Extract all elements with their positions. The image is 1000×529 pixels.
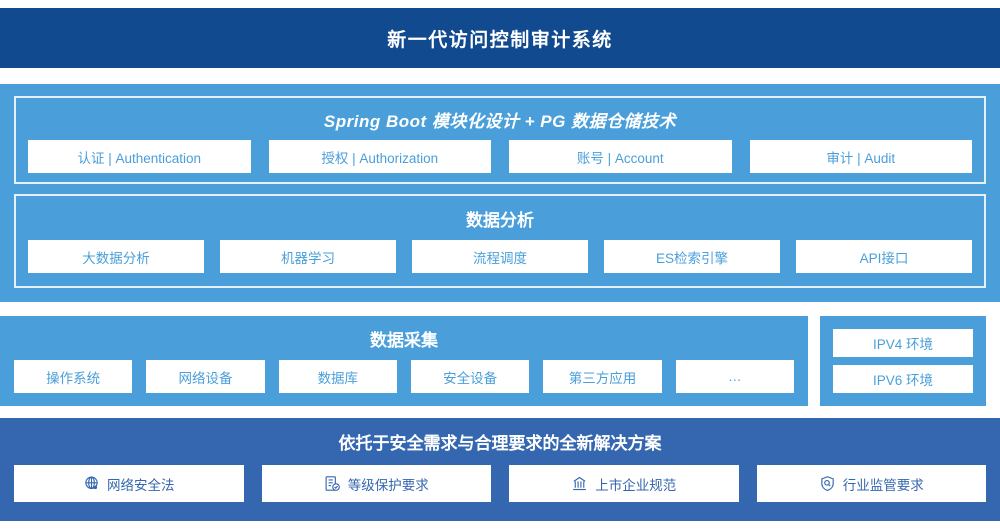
card-account[interactable]: 账号 | Account bbox=[509, 140, 732, 173]
card-listed-company-standard[interactable]: 上市企业规范 bbox=[509, 465, 739, 502]
card-third-party-app[interactable]: 第三方应用 bbox=[543, 360, 662, 393]
card-ipv4-environment[interactable]: IPV4 环境 bbox=[833, 329, 973, 357]
card-audit-label: 审计 | Audit bbox=[826, 150, 896, 166]
bank-building-icon bbox=[571, 475, 588, 492]
card-database-label: 数据库 bbox=[317, 370, 359, 386]
card-es-search-engine[interactable]: ES检索引擎 bbox=[604, 240, 780, 273]
card-classified-protection-label: 等级保护要求 bbox=[347, 477, 429, 493]
card-ipv4-environment-label: IPV4 环境 bbox=[872, 337, 934, 352]
analysis-group: 数据分析 大数据分析 机器学习 流程调度 ES检索引擎 API接口 bbox=[14, 194, 986, 288]
card-authorization-label: 授权 | Authorization bbox=[321, 150, 439, 166]
card-audit[interactable]: 审计 | Audit bbox=[749, 140, 972, 173]
card-account-label: 账号 | Account bbox=[576, 150, 664, 166]
card-process-scheduling[interactable]: 流程调度 bbox=[412, 240, 588, 273]
card-network-device-label: 网络设备 bbox=[178, 370, 233, 386]
card-security-device[interactable]: 安全设备 bbox=[410, 360, 530, 393]
card-process-scheduling-label: 流程调度 bbox=[473, 250, 527, 266]
analysis-group-title: 数据分析 bbox=[466, 211, 534, 230]
ip-environment-section: IPV4 环境 IPV6 环境 bbox=[820, 316, 986, 406]
card-bigdata-analysis-label: 大数据分析 bbox=[82, 250, 150, 266]
card-classified-protection[interactable]: 等级保护要求 bbox=[261, 465, 491, 502]
card-cybersecurity-law-label: 网络安全法 bbox=[107, 477, 175, 493]
card-database[interactable]: 数据库 bbox=[278, 360, 397, 393]
analysis-card-row: 大数据分析 机器学习 流程调度 ES检索引擎 API接口 bbox=[16, 240, 984, 285]
card-industry-regulation[interactable]: 行业监管要求 bbox=[756, 465, 986, 502]
card-machine-learning-label: 机器学习 bbox=[281, 250, 335, 266]
card-authorization[interactable]: 授权 | Authorization bbox=[268, 140, 491, 173]
data-collection-inner: 数据采集 操作系统 网络设备 数据库 安全设备 第三方应用 … bbox=[0, 316, 808, 406]
card-authentication[interactable]: 认证 | Authentication bbox=[28, 140, 251, 173]
solution-section: 依托于安全需求与合理要求的全新解决方案 网络安全法 bbox=[0, 418, 1000, 521]
card-ipv6-environment-label: IPV6 环境 bbox=[872, 373, 934, 388]
springboot-group-title: Spring Boot 模块化设计 + PG 数据仓储技术 bbox=[323, 112, 677, 131]
card-es-search-engine-label: ES检索引擎 bbox=[655, 250, 728, 266]
card-third-party-app-label: 第三方应用 bbox=[568, 370, 637, 386]
card-network-device[interactable]: 网络设备 bbox=[146, 360, 265, 393]
card-listed-company-standard-label: 上市企业规范 bbox=[595, 477, 677, 493]
springboot-card-row: 认证 | Authentication 授权 | Authorization 账… bbox=[16, 140, 984, 183]
card-api-interface-label: API接口 bbox=[859, 250, 909, 266]
page-header: 新一代访问控制审计系统 bbox=[0, 8, 1000, 68]
card-operating-system-label: 操作系统 bbox=[46, 370, 101, 386]
data-collection-card-row: 操作系统 网络设备 数据库 安全设备 第三方应用 … bbox=[0, 360, 808, 393]
card-industry-regulation-label: 行业监管要求 bbox=[842, 477, 924, 493]
shield-search-icon bbox=[819, 475, 836, 492]
card-more-ellipsis-label: … bbox=[728, 369, 742, 384]
card-authentication-label: 认证 | Authentication bbox=[77, 150, 202, 166]
solution-card-row: 网络安全法 等级保护要求 bbox=[0, 465, 1000, 502]
platform-section: Spring Boot 模块化设计 + PG 数据仓储技术 认证 | Authe… bbox=[0, 84, 1000, 302]
card-bigdata-analysis[interactable]: 大数据分析 bbox=[28, 240, 204, 273]
card-ipv6-environment[interactable]: IPV6 环境 bbox=[833, 365, 973, 393]
card-machine-learning[interactable]: 机器学习 bbox=[220, 240, 396, 273]
card-operating-system[interactable]: 操作系统 bbox=[14, 360, 133, 393]
document-check-icon bbox=[324, 475, 341, 492]
page-title: 新一代访问控制审计系统 bbox=[387, 29, 613, 51]
springboot-group: Spring Boot 模块化设计 + PG 数据仓储技术 认证 | Authe… bbox=[14, 96, 986, 184]
data-collection-section: 数据采集 操作系统 网络设备 数据库 安全设备 第三方应用 … bbox=[0, 316, 808, 406]
card-cybersecurity-law[interactable]: 网络安全法 bbox=[14, 465, 244, 502]
card-api-interface[interactable]: API接口 bbox=[796, 240, 972, 273]
card-security-device-label: 安全设备 bbox=[443, 370, 498, 386]
globe-network-icon bbox=[83, 475, 100, 492]
solution-title: 依托于安全需求与合理要求的全新解决方案 bbox=[338, 434, 662, 453]
card-more-ellipsis[interactable]: … bbox=[675, 360, 794, 393]
data-collection-title: 数据采集 bbox=[370, 331, 438, 350]
